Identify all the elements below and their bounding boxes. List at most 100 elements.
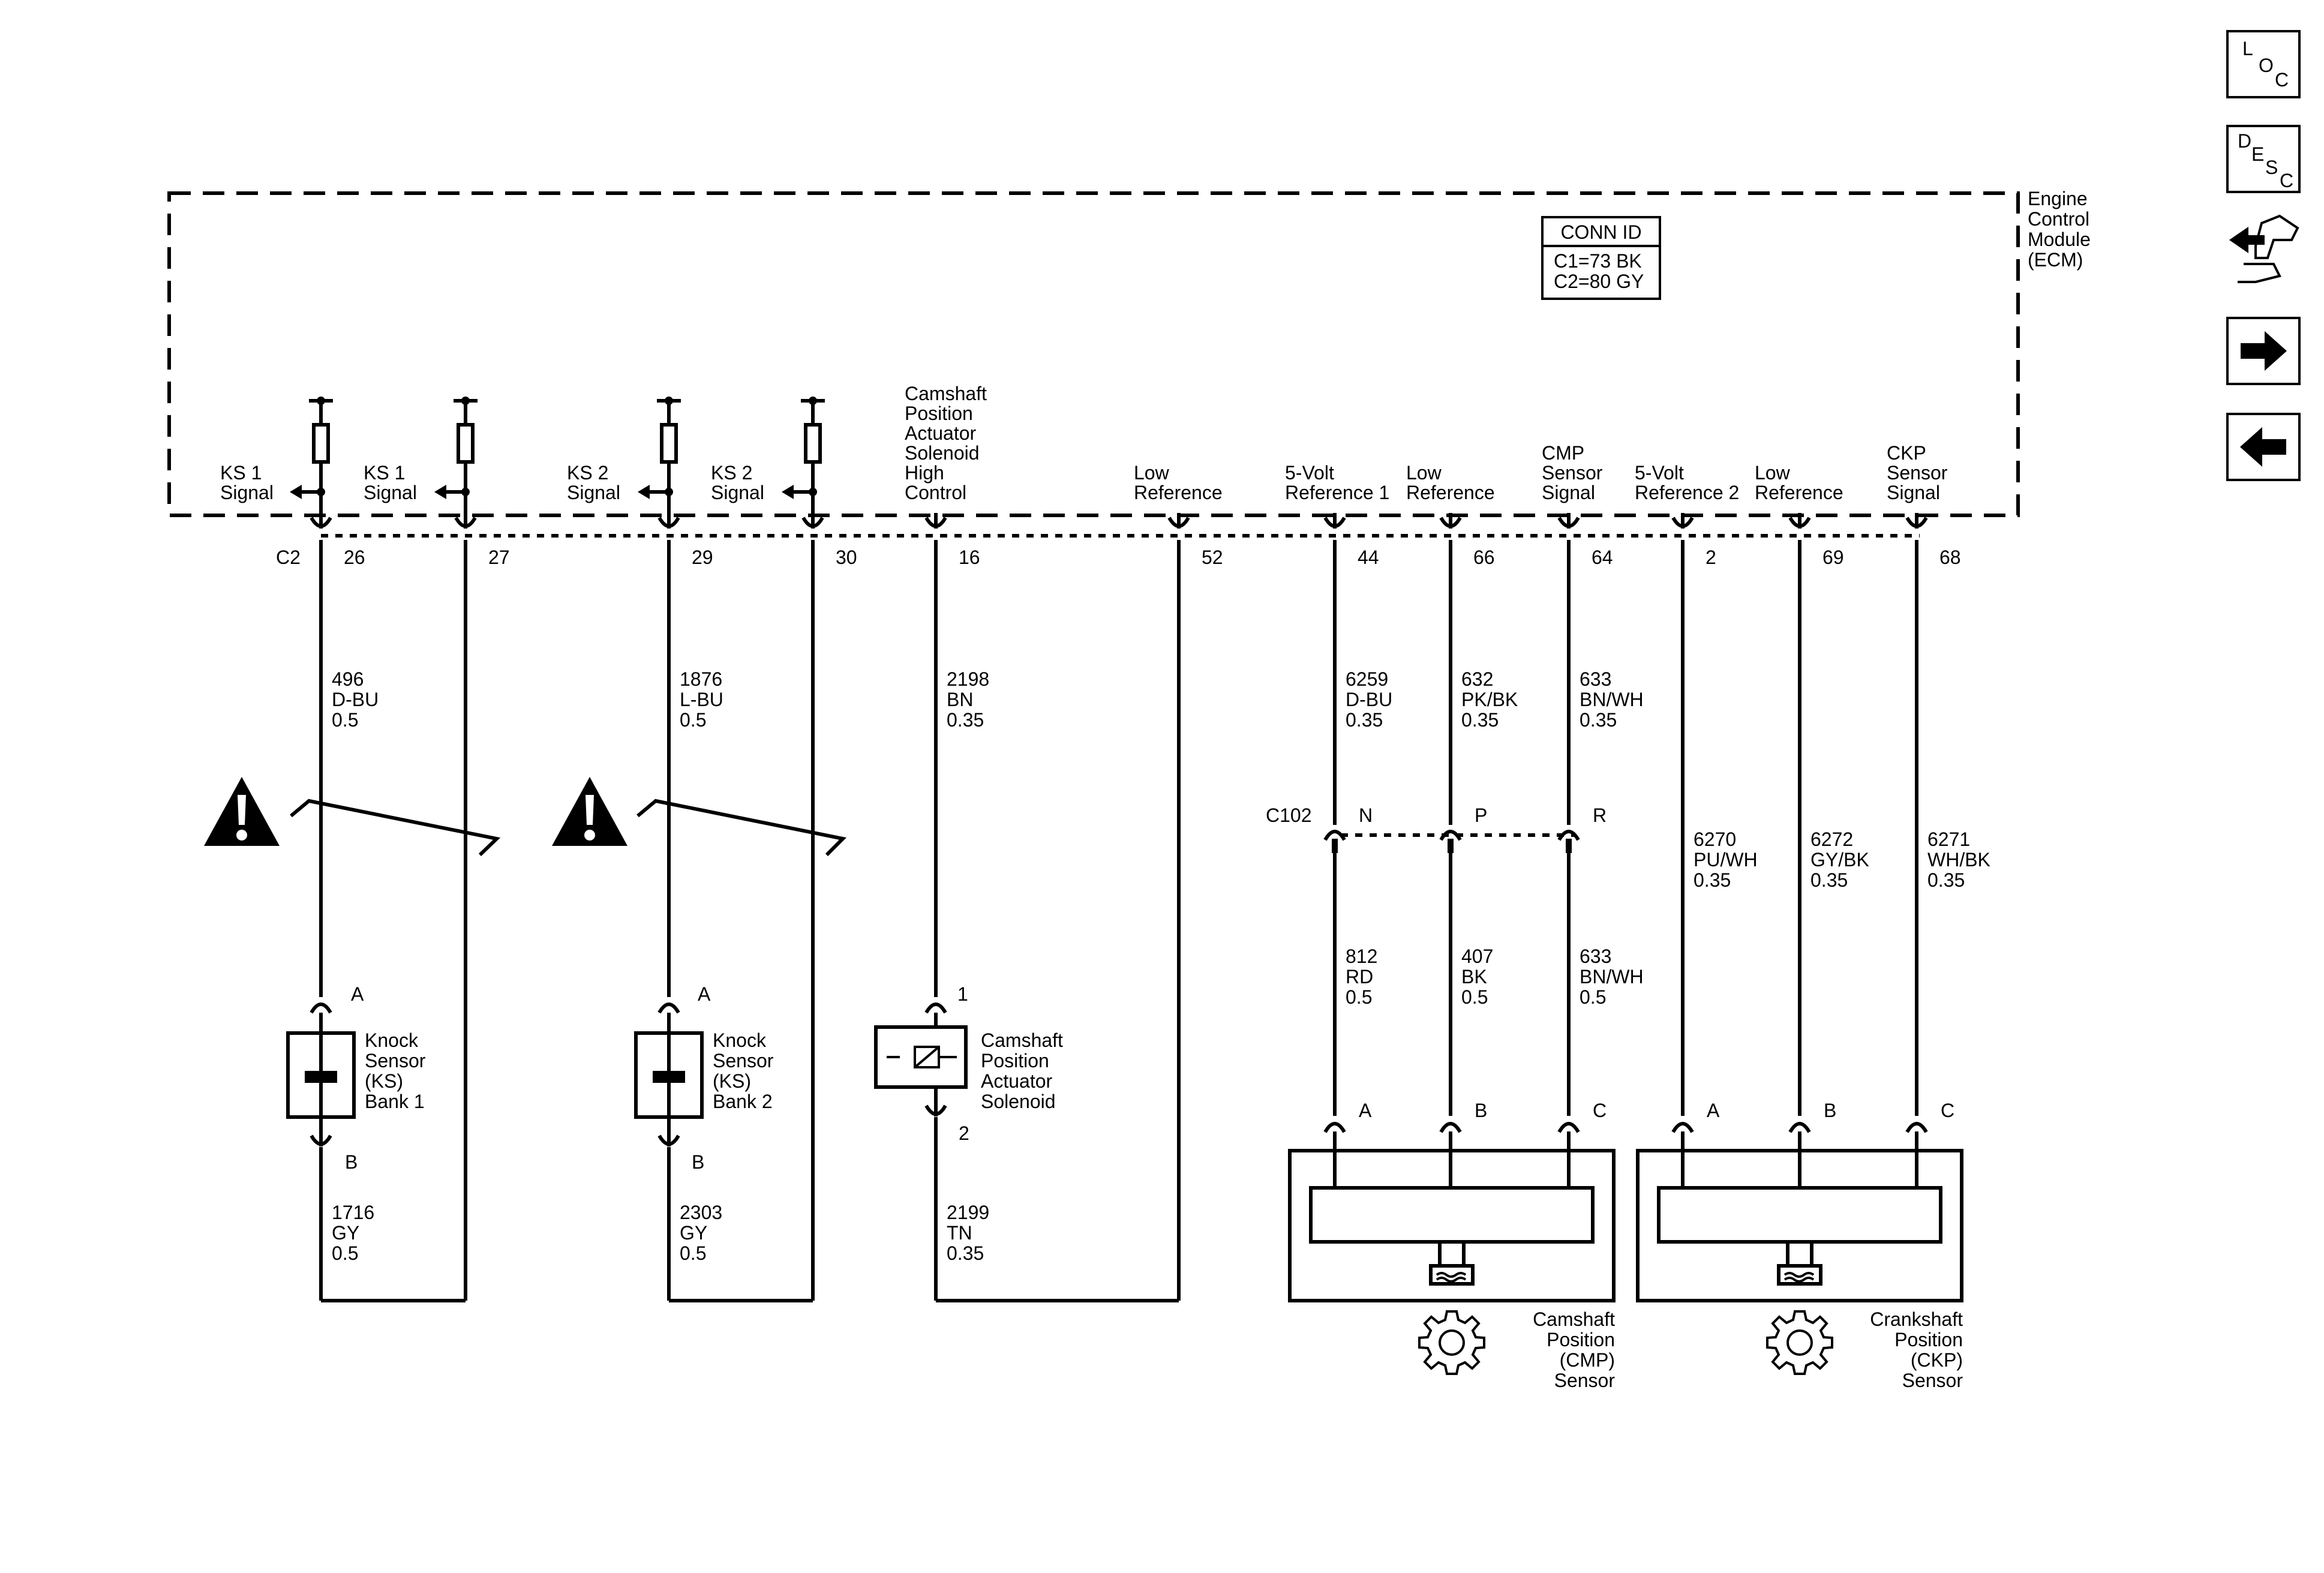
- hall-effect-icon: [1429, 1264, 1475, 1286]
- ecm-pin-number: 44: [1358, 547, 1379, 568]
- cmp-name-line: Position: [1547, 1329, 1615, 1350]
- solenoid-name-line: Position: [981, 1050, 1049, 1071]
- resistor-icon: [804, 423, 822, 464]
- circuit-label-line: Reference: [1406, 482, 1495, 503]
- sensor-pin-terminal: [1557, 1122, 1580, 1133]
- cmp-name-line: (CMP): [1560, 1349, 1615, 1371]
- circuit-label-line: Sensor: [1887, 462, 1948, 484]
- ks2-pin-a: A: [698, 983, 711, 1005]
- ks1-pin-b: B: [345, 1151, 358, 1173]
- loc-letter-o: O: [2259, 55, 2274, 76]
- solenoid-name-line: Camshaft: [981, 1029, 1063, 1051]
- ecm-pin-number: 66: [1473, 547, 1495, 568]
- c102-pin-letter: N: [1359, 804, 1373, 826]
- wire-id-label: 6272: [1810, 828, 1853, 850]
- wire-id-label: L-BU: [680, 689, 723, 710]
- ckp-name-line: Position: [1894, 1329, 1963, 1350]
- wire-id-label: 0.35: [947, 1242, 984, 1264]
- sensor-pin-terminal: [1439, 1122, 1462, 1133]
- circuit-label-line: Low: [1134, 462, 1170, 484]
- ckp-pin-letter: C: [1941, 1100, 1954, 1121]
- ks1-name-line: Sensor: [365, 1050, 426, 1071]
- wire-id-label: GY: [332, 1222, 359, 1244]
- ecm-pin-number: 52: [1202, 547, 1223, 568]
- circuit-label-line: Position: [905, 403, 973, 424]
- cmp-name-line: Sensor: [1554, 1370, 1616, 1391]
- circuit-label-line: Solenoid: [905, 442, 980, 464]
- ckp-sensor[interactable]: Crankshaft Position (CKP) Sensor: [1636, 1149, 1963, 1391]
- ks1-pin-a: A: [351, 983, 364, 1005]
- ecm-name-line: (ECM): [2028, 249, 2083, 271]
- ecm-pin-number: 68: [1939, 547, 1961, 568]
- ecm-pin-terminal: [924, 517, 947, 529]
- ks2-pin-b-terminal: [657, 1134, 680, 1146]
- camshaft-actuator-solenoid[interactable]: 1 2 Camshaft Position Actuator Solenoid: [874, 983, 1063, 1144]
- wire-id-label: 0.35: [1694, 869, 1731, 891]
- ecm-pin-number: 69: [1822, 547, 1844, 568]
- wire-id-label: 632: [1461, 668, 1493, 690]
- conn-id-c1: C1=73 BK: [1554, 250, 1642, 272]
- ecm-pin-terminal: [1439, 517, 1462, 529]
- wire-id-label: 1716: [332, 1202, 374, 1223]
- solenoid-body: [874, 1025, 968, 1089]
- wire-id-label: TN: [947, 1222, 972, 1244]
- wire-id-label: 0.5: [1461, 986, 1488, 1008]
- ks2-name-line: Knock: [713, 1029, 767, 1051]
- wire-id-label: RD: [1346, 966, 1373, 987]
- cmp-name-line: Camshaft: [1533, 1308, 1615, 1330]
- ecm-pin-terminal: [1167, 517, 1190, 529]
- desc-letter-s: S: [2265, 157, 2278, 178]
- circuit-label-line: Sensor: [1542, 462, 1603, 484]
- wire-id-label: 0.5: [680, 709, 706, 731]
- conn-id-c2: C2=80 GY: [1554, 271, 1644, 292]
- ckp-pin-letter: A: [1707, 1100, 1720, 1121]
- ks1-name-line: (KS): [365, 1070, 403, 1092]
- cmp-pin-letter: C: [1593, 1100, 1607, 1121]
- solenoid-name-line: Solenoid: [981, 1091, 1056, 1112]
- desc-letter-e: E: [2251, 143, 2264, 165]
- knock-sensor-bank-2[interactable]: A B Knock Sensor (KS) Bank 2: [634, 983, 774, 1173]
- circuit-label-line: Reference: [1134, 482, 1223, 503]
- circuit-label-line: CMP: [1542, 442, 1584, 464]
- wire-id-label: BN/WH: [1580, 689, 1644, 710]
- previous-button[interactable]: [2226, 413, 2301, 481]
- solenoid-name-line: Actuator: [981, 1070, 1053, 1092]
- warning-icon[interactable]: [552, 777, 627, 846]
- circuit-label-line: Actuator: [905, 422, 977, 444]
- loc-letter-c: C: [2275, 69, 2289, 91]
- sensor-pin-terminal: [1788, 1122, 1811, 1133]
- wire-id-label: PU/WH: [1694, 849, 1758, 870]
- next-button[interactable]: [2226, 317, 2301, 385]
- loc-button[interactable]: L O C: [2226, 30, 2301, 98]
- ckp-name-line: (CKP): [1911, 1349, 1963, 1371]
- desc-button[interactable]: D E S C: [2226, 125, 2301, 193]
- twisted-pair-symbol: [636, 798, 847, 857]
- connector-tool-button[interactable]: [2229, 214, 2299, 283]
- knock-sensor-bank-1[interactable]: A B Knock Sensor (KS) Bank 1: [286, 983, 426, 1173]
- ks1-pin-a-terminal: [310, 1002, 332, 1014]
- wire-id-label: 496: [332, 668, 364, 690]
- signal-arrow-icon: [782, 485, 794, 499]
- circuit-label-line: High: [905, 462, 944, 484]
- cmp-sensor[interactable]: Camshaft Position (CMP) Sensor: [1288, 1149, 1616, 1391]
- ecm-pin-number: 16: [959, 547, 980, 568]
- hall-effect-icon: [1777, 1264, 1822, 1286]
- c102-pin-terminal: [1439, 830, 1462, 841]
- sensor-pin-terminal: [1905, 1122, 1928, 1133]
- ecm-pin-terminal: [1788, 517, 1811, 529]
- circuit-label-line: Low: [1755, 462, 1791, 484]
- cmp-pin-letter: A: [1359, 1100, 1372, 1121]
- ckp-pin-letter: B: [1824, 1100, 1836, 1121]
- ks2-pin-a-terminal: [657, 1002, 680, 1014]
- ckp-sensor-body: [1636, 1149, 1963, 1302]
- ecm-name: Engine Control Module (ECM): [2028, 188, 2091, 271]
- warning-icon[interactable]: [204, 777, 280, 846]
- cmp-pin-letter: B: [1475, 1100, 1487, 1121]
- signal-arrow-icon: [638, 485, 650, 499]
- desc-icon: [2226, 125, 2301, 193]
- circuit-label-line: KS 1: [220, 462, 262, 484]
